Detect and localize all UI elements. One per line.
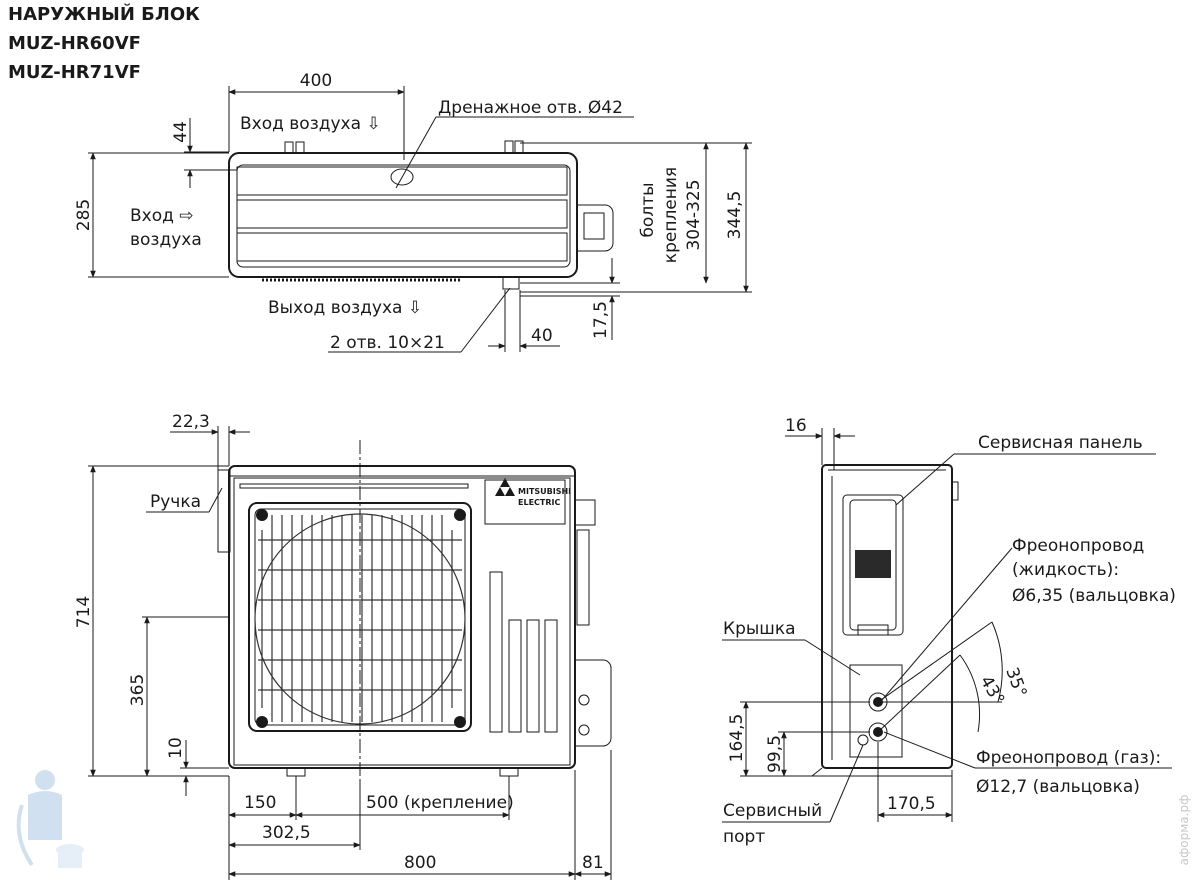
dim-164-5: 164,5 <box>727 714 747 763</box>
logo-text-1: MITSUBISHI <box>518 487 571 496</box>
air-inlet-top-label: Вход воздуха ⇩ <box>240 114 381 134</box>
dim-800: 800 <box>404 853 436 873</box>
gas-line-label-1: Фреонопровод (газ): <box>976 748 1161 768</box>
air-outlet-label: Выход воздуха ⇩ <box>268 298 422 318</box>
front-view-body: MITSUBISHI ELECTRIC <box>217 440 612 782</box>
air-inlet-left-label-2: воздуха <box>130 230 202 250</box>
top-view: 400 44 285 Вход воздуха ⇩ Вход ⇨ воздуха… <box>74 71 752 353</box>
dim-150: 150 <box>244 793 276 813</box>
dim-302-5: 302,5 <box>262 823 311 843</box>
service-port-label-2: порт <box>723 827 765 847</box>
handle-label: Ручка <box>150 492 201 512</box>
watermark-figure <box>16 770 84 868</box>
dim-400: 400 <box>300 71 332 91</box>
front-view: MITSUBISHI ELECTRIC 22,3 Ручка <box>74 412 612 880</box>
side-view: 16 Сервисная панель Фреонопровод (жидкос… <box>722 416 1176 847</box>
model-line-2: MUZ-HR71VF <box>8 62 141 83</box>
mitsubishi-logo: MITSUBISHI ELECTRIC <box>484 478 571 525</box>
dim-365: 365 <box>128 674 148 706</box>
dim-99-5: 99,5 <box>765 735 785 773</box>
dim-44: 44 <box>171 121 191 143</box>
cover-label: Крышка <box>723 619 796 639</box>
title-line-1: НАРУЖНЫЙ БЛОК <box>8 4 200 25</box>
air-inlet-left-label: Вход ⇨ <box>130 206 194 226</box>
dim-714: 714 <box>74 596 94 628</box>
dim-500: 500 (крепление) <box>366 793 514 813</box>
dim-344-5: 344,5 <box>725 191 745 240</box>
watermark-text: аформа.рф <box>1177 795 1191 866</box>
dim-10: 10 <box>166 737 186 759</box>
dim-81: 81 <box>582 853 604 873</box>
dim-17-5: 17,5 <box>591 301 611 339</box>
mounting-holes-label: 2 отв. 10×21 <box>330 333 445 353</box>
dim-22-3: 22,3 <box>172 412 210 432</box>
gas-line-label-2: Ø12,7 (вальцовка) <box>976 777 1140 797</box>
model-line-1: MUZ-HR60VF <box>8 33 141 54</box>
dim-16: 16 <box>785 416 807 436</box>
dim-285: 285 <box>74 199 94 231</box>
liquid-line-label-1: Фреонопровод <box>1012 536 1144 556</box>
service-port-label-1: Сервисный <box>723 801 822 821</box>
dim-40: 40 <box>531 326 553 346</box>
logo-text-2: ELECTRIC <box>518 498 560 507</box>
angle-43: 43° <box>976 673 1008 709</box>
bolts-label-3: 304-325 <box>684 179 704 250</box>
side-view-body <box>811 464 959 777</box>
liquid-line-label-2: (жидкость): <box>1012 560 1119 580</box>
top-view-body <box>228 140 614 290</box>
drain-hole-label: Дренажное отв. Ø42 <box>438 98 623 118</box>
bolts-label-1: болты <box>638 182 658 237</box>
liquid-line-label-3: Ø6,35 (вальцовка) <box>1012 586 1176 606</box>
bolts-label-2: крепления <box>661 167 681 263</box>
service-panel-label: Сервисная панель <box>978 433 1143 453</box>
dim-170-5: 170,5 <box>887 794 936 814</box>
